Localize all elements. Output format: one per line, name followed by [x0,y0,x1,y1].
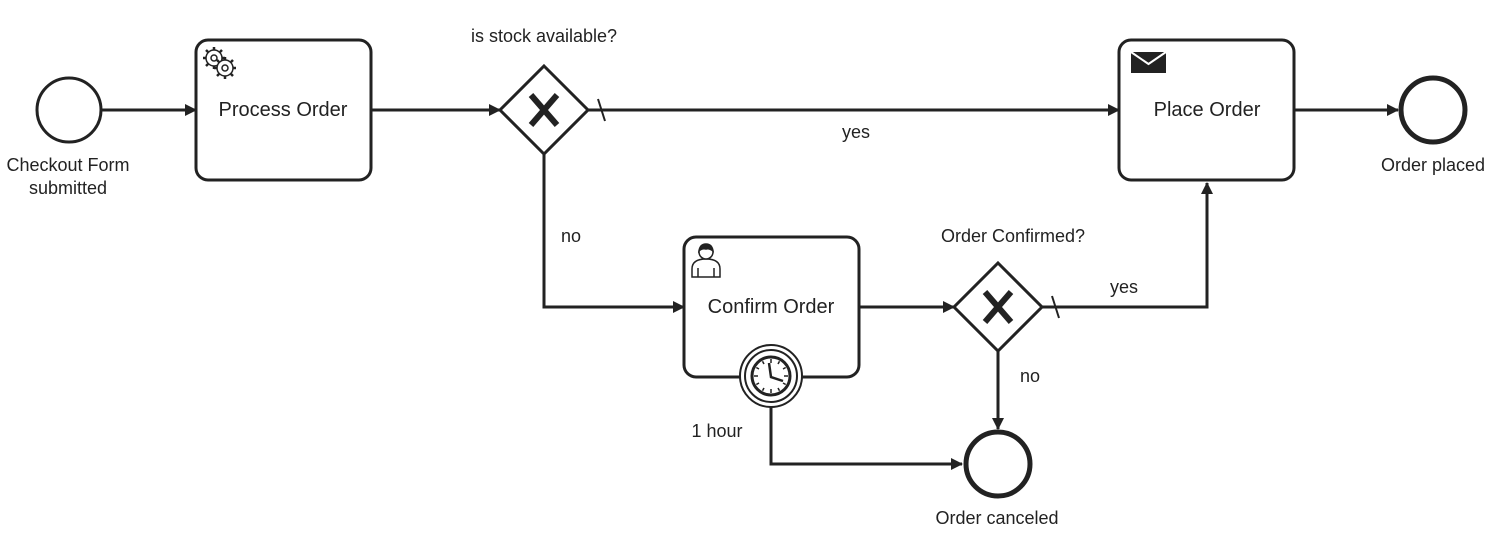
confirm-order-label: Confirm Order [708,296,835,318]
timer-boundary-event[interactable] [739,344,803,408]
flow-label-confirmed-no: no [1020,366,1040,386]
gear-icon [203,47,236,79]
confirm-order-task[interactable]: Confirm Order [682,235,861,379]
end-event-canceled[interactable] [963,429,1033,499]
timer-label: 1 hour [691,421,742,441]
confirmed-gateway-question: Order Confirmed? [941,226,1085,246]
flow-confirmed-yes-to-place-order[interactable] [1042,182,1213,309]
exclusive-x-icon [528,93,560,127]
clock-icon [750,355,792,397]
end-event-canceled-label: Order canceled [935,508,1058,528]
default-flow-marker-confirmed [1051,295,1060,319]
stock-gateway-question: is stock available? [471,26,617,46]
sequence-flows [102,104,1399,470]
start-event-label-line2: submitted [29,178,107,198]
flow-label-stock-no: no [561,226,581,246]
start-event[interactable] [35,76,103,144]
process-order-label: Process Order [219,99,348,121]
process-order-task[interactable]: Process Order [194,38,373,182]
end-event-placed-label: Order placed [1381,155,1485,175]
flow-label-stock-yes: yes [842,122,870,142]
place-order-label: Place Order [1154,99,1261,121]
flow-label-confirmed-yes: yes [1110,277,1138,297]
flow-timer-to-end-canceled[interactable] [769,404,963,470]
default-flow-markers [597,98,1060,319]
person-icon [691,243,721,278]
confirmed-gateway[interactable] [951,260,1045,354]
flow-stock-no-to-confirm-order[interactable] [542,154,685,313]
place-order-task[interactable]: Place Order [1117,38,1296,182]
end-event-placed[interactable] [1398,75,1468,145]
start-event-label-line1: Checkout Form [6,155,129,175]
envelope-icon [1130,51,1167,73]
exclusive-x-icon [982,290,1014,324]
default-flow-marker-stock [597,98,606,122]
stock-gateway[interactable] [497,63,591,157]
